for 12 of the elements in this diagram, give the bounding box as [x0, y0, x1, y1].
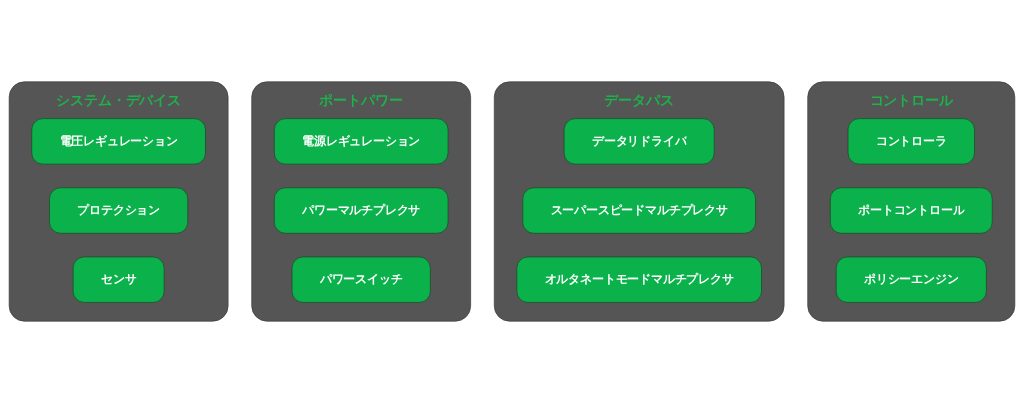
node-box: ポートコントロール	[829, 187, 993, 234]
node-box: 電源レギュレーション	[273, 118, 449, 165]
node-box: スーパースピードマルチプレクサ	[522, 187, 756, 234]
node-box: パワースイッチ	[291, 256, 431, 303]
node-box: パワーマルチプレクサ	[273, 187, 449, 234]
node-box: 電圧レギュレーション	[31, 118, 206, 165]
node-box: コントローラ	[847, 118, 975, 165]
node-box: データリドライバ	[563, 118, 715, 165]
node-box: ポリシーエンジン	[835, 256, 987, 303]
node-box: オルタネートモードマルチプレクサ	[516, 256, 762, 303]
node-box: プロテクション	[49, 187, 189, 234]
node-box: センサ	[72, 256, 165, 303]
